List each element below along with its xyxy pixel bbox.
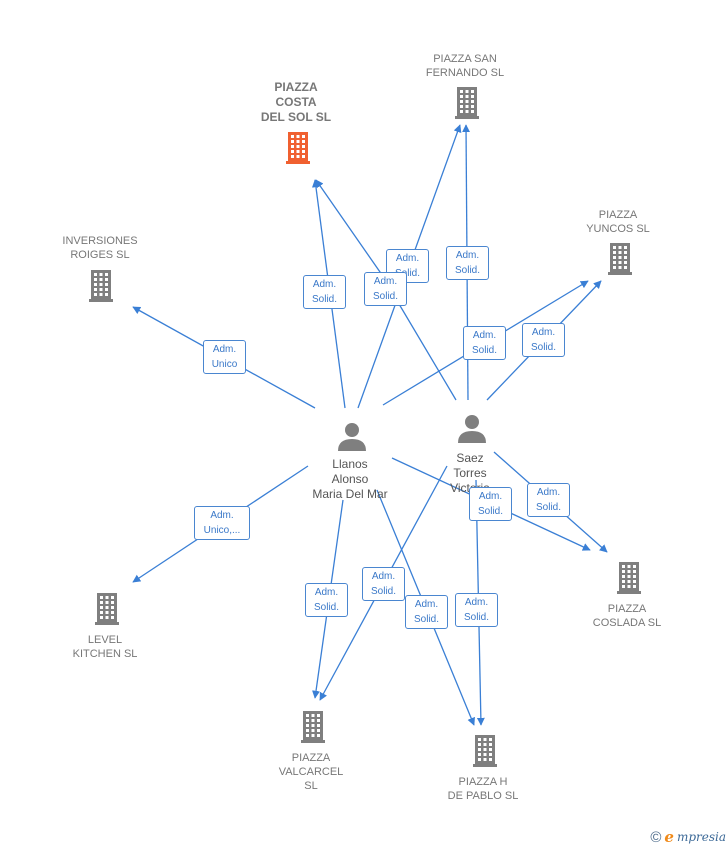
company-icon-sanfernando[interactable]	[455, 87, 479, 119]
company-label-costa[interactable]: PIAZZA COSTA DEL SOL SL	[260, 80, 332, 124]
role-badge-saez-coslada[interactable]: Adm. Solid.	[527, 483, 570, 517]
company-label-sanfernando[interactable]: PIAZZA SAN FERNANDO SL	[425, 53, 505, 79]
role-badge-llanos-costa[interactable]: Adm. Solid.	[303, 275, 346, 309]
role-badge-llanos-valcarcel[interactable]: Adm. Solid.	[305, 583, 348, 617]
company-icon-inversiones[interactable]	[89, 270, 113, 302]
company-label-hdepablo[interactable]: PIAZZA H DE PABLO SL	[447, 776, 519, 802]
company-label-coslada[interactable]: PIAZZA COSLADA SL	[592, 603, 662, 629]
relation-edges	[132, 124, 608, 726]
role-badge-llanos-hdepablo[interactable]: Adm. Solid.	[405, 595, 448, 629]
person-icon-saez[interactable]	[458, 415, 486, 443]
company-label-valcarcel[interactable]: PIAZZA VALCARCEL SL	[278, 752, 344, 792]
company-icon-level[interactable]	[95, 593, 119, 625]
brand-name: mpresia	[676, 830, 726, 844]
company-icon-valcarcel[interactable]	[301, 711, 325, 743]
role-badge-llanos-coslada[interactable]: Adm. Solid.	[469, 487, 512, 521]
company-icon-yuncos[interactable]	[608, 243, 632, 275]
company-label-level[interactable]: LEVEL KITCHEN SL	[72, 634, 138, 660]
company-icon-coslada[interactable]	[617, 562, 641, 594]
person-icon-llanos[interactable]	[338, 423, 366, 451]
role-badge-saez-valcarcel[interactable]: Adm. Solid.	[362, 567, 405, 601]
role-badge-saez-hdepablo[interactable]: Adm. Solid.	[455, 593, 498, 627]
graph-nodes	[89, 87, 641, 767]
company-label-inversiones[interactable]: INVERSIONES ROIGES SL	[62, 235, 138, 261]
company-icon-costa[interactable]	[286, 132, 310, 164]
person-label-llanos[interactable]: Llanos Alonso Maria Del Mar	[312, 457, 388, 501]
company-label-yuncos[interactable]: PIAZZA YUNCOS SL	[586, 209, 650, 235]
role-badge-llanos-yuncos[interactable]: Adm. Solid.	[463, 326, 506, 360]
role-badge-llanos-level[interactable]: Adm. Unico,...	[194, 506, 250, 540]
role-badge-saez-yuncos[interactable]: Adm. Solid.	[522, 323, 565, 357]
copyright-icon: ©	[650, 828, 662, 846]
brand-logo-initial: e	[664, 828, 674, 846]
role-badge-llanos-inversiones[interactable]: Adm. Unico	[203, 340, 246, 374]
company-icon-hdepablo[interactable]	[473, 735, 497, 767]
role-badge-saez-costa[interactable]: Adm. Solid.	[364, 272, 407, 306]
role-badge-saez-sanfernando[interactable]: Adm. Solid.	[446, 246, 489, 280]
